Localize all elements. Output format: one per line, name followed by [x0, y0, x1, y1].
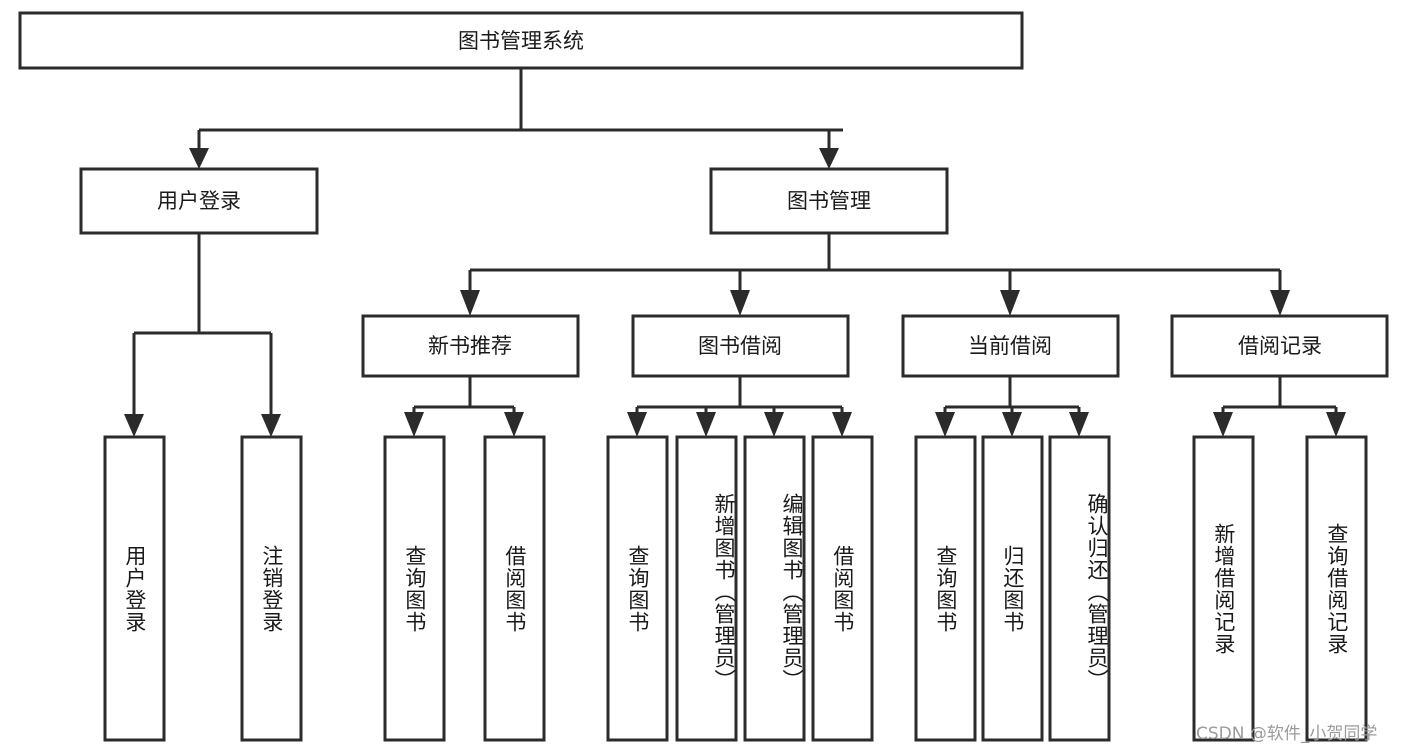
node-root-label: 图书管理系统 — [458, 29, 584, 53]
leaf-return-book-rect[interactable] — [981, 435, 1044, 742]
connector-book-borrow-to-leaves — [635, 376, 844, 417]
node-borrow-record-label: 借阅记录 — [1238, 334, 1322, 358]
node-book-borrow-rect[interactable] — [631, 314, 850, 378]
connector-layer — [124, 68, 1346, 437]
leaf-add-borrow-record-rect[interactable] — [1192, 435, 1255, 742]
node-layer: 图书管理系统 用户登录 图书管理 新书推荐 图书借阅 — [18, 11, 1389, 742]
csdn-watermark: CSDN @软件_小贺同学 — [1196, 724, 1378, 744]
arrow-to-leaf-confirm-return-admin — [1069, 412, 1089, 437]
node-book-management-rect[interactable] — [709, 167, 949, 235]
arrow-to-user-login — [189, 148, 209, 169]
connector-current-borrow-to-leaves — [943, 376, 1081, 417]
node-current-borrow-rect[interactable] — [901, 314, 1120, 378]
node-book-borrow-label: 图书借阅 — [698, 334, 782, 358]
node-root[interactable]: 图书管理系统 — [18, 11, 1024, 70]
node-new-book-recommend-label: 新书推荐 — [428, 334, 512, 358]
arrow-to-leaf-add-book-admin — [696, 412, 716, 437]
leaf-node-layer — [103, 435, 1368, 742]
arrow-to-leaf-borrow-book-recommend — [504, 412, 524, 437]
leaf-borrow-book-rect[interactable] — [811, 435, 874, 742]
node-current-borrow[interactable]: 当前借阅 — [901, 314, 1120, 378]
connector-new-book-recommend-to-leaves — [412, 376, 516, 417]
node-user-login[interactable]: 用户登录 — [79, 167, 319, 235]
connector-root-to-level2 — [197, 68, 843, 150]
leaf-confirm-return-admin-rect[interactable] — [1048, 435, 1111, 742]
arrow-to-leaf-borrow-book — [832, 412, 852, 437]
connector-book-management-to-level3 — [468, 233, 1282, 292]
leaf-user-login-rect[interactable] — [103, 435, 166, 742]
connector-borrow-record-to-leaves — [1221, 376, 1338, 417]
arrow-to-leaf-user-login — [124, 414, 144, 437]
node-book-management[interactable]: 图书管理 — [709, 167, 949, 235]
arrow-to-leaf-add-borrow-record — [1213, 412, 1233, 437]
arrow-to-book-management — [819, 148, 839, 169]
arrow-to-borrow-record — [1270, 290, 1290, 316]
leaf-query-book-current-rect[interactable] — [914, 435, 977, 742]
node-new-book-recommend-rect[interactable] — [361, 314, 580, 378]
leaf-query-book-recommend-rect[interactable] — [383, 435, 446, 742]
arrow-to-new-book-recommend — [460, 290, 480, 316]
node-user-login-label: 用户登录 — [157, 189, 241, 213]
node-borrow-record-rect[interactable] — [1170, 314, 1389, 378]
leaf-borrow-book-recommend-rect[interactable] — [483, 435, 546, 742]
leaf-query-borrow-record-rect[interactable] — [1305, 435, 1368, 742]
node-borrow-record[interactable]: 借阅记录 — [1170, 314, 1389, 378]
arrow-to-leaf-return-book — [1002, 412, 1022, 437]
arrow-to-leaf-edit-book-admin — [764, 412, 784, 437]
arrow-to-current-borrow — [1000, 290, 1020, 316]
node-new-book-recommend[interactable]: 新书推荐 — [361, 314, 580, 378]
node-book-management-label: 图书管理 — [787, 189, 871, 213]
arrow-to-leaf-query-book-borrow — [627, 412, 647, 437]
arrow-to-leaf-query-book-current — [935, 412, 955, 437]
arrow-to-book-borrow — [730, 290, 750, 316]
arrow-to-leaf-query-book-recommend — [404, 412, 424, 437]
node-book-borrow[interactable]: 图书借阅 — [631, 314, 850, 378]
leaf-add-book-admin-rect[interactable] — [675, 435, 738, 742]
node-user-login-rect[interactable] — [79, 167, 319, 235]
leaf-logout-rect[interactable] — [240, 435, 303, 742]
node-current-borrow-label: 当前借阅 — [968, 334, 1052, 358]
leaf-edit-book-admin-rect[interactable] — [743, 435, 806, 742]
arrow-to-leaf-query-borrow-record — [1326, 412, 1346, 437]
connector-user-login-to-leaves — [132, 233, 273, 417]
arrow-to-leaf-logout — [261, 414, 281, 437]
node-root-rect[interactable] — [18, 11, 1024, 70]
leaf-query-book-borrow-rect[interactable] — [606, 435, 669, 742]
